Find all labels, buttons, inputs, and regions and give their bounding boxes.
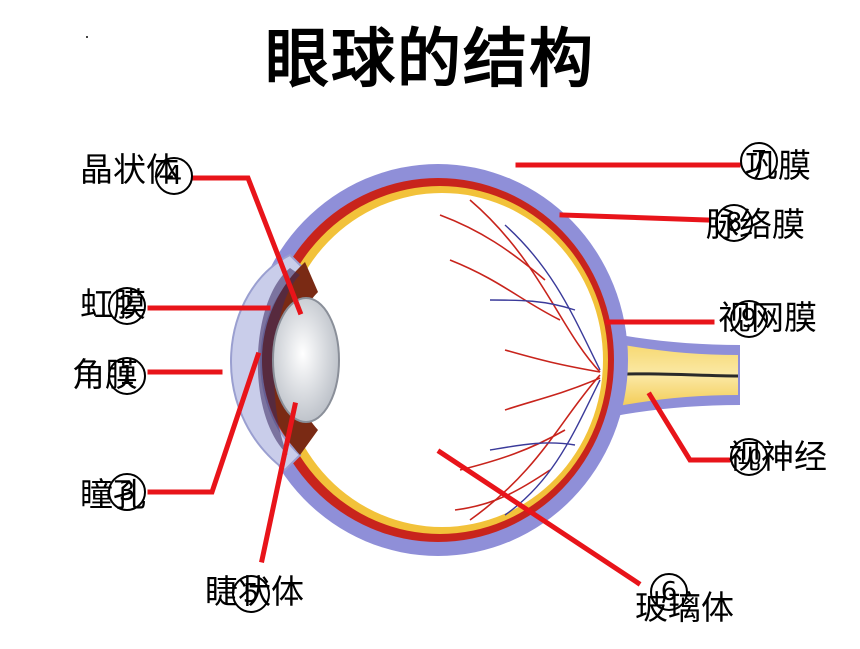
leader-ciliary-body [259,402,298,563]
number-pupil: 3 [108,473,146,511]
number-retina: 9 [730,300,768,338]
retina-veins [489,224,601,516]
number-sclera: 7 [740,142,778,180]
number-ciliary-body: 5 [232,575,270,613]
number-vitreous-body: 6 [650,573,688,611]
number-lens: 4 [155,157,193,195]
lens-shape [272,297,340,423]
leader-choroid [559,212,711,223]
number-optic-nerve: 10 [730,438,768,476]
leader-optic-nerve [646,391,731,463]
vitreous-chamber [281,193,603,527]
stray-dot [86,36,88,38]
page-title: 眼球的结构 [265,23,595,97]
leader-lens [192,175,304,316]
anterior-chamber [257,268,300,455]
leader-pupil [147,351,262,495]
number-cornea: 1 [108,357,146,395]
leader-lines [147,162,741,587]
number-choroid: 8 [715,204,753,242]
leader-vitreous-body [436,448,642,587]
number-iris: 2 [108,287,146,325]
